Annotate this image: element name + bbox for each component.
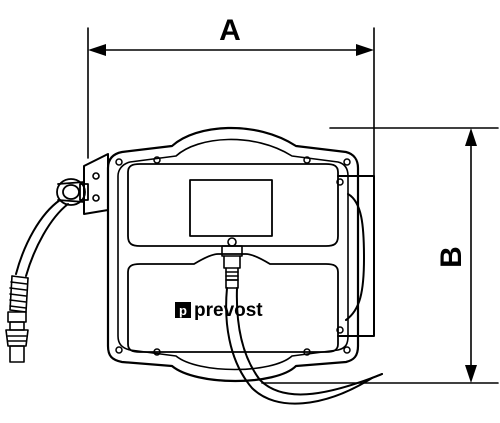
- bracket-bolt: [92, 194, 100, 202]
- swivel-joint: [56, 178, 89, 206]
- hose-outlet: [221, 237, 243, 289]
- hose-end: [371, 373, 383, 379]
- drum-housing: [337, 175, 375, 337]
- outgoing-hose-inner: [235, 287, 383, 396]
- screw: [336, 326, 344, 334]
- dimension-a-label: A: [219, 14, 241, 47]
- dimension-a: [87, 27, 375, 177]
- quick-coupling: [5, 311, 29, 363]
- inlet-hose: [15, 199, 61, 275]
- brand-name: prevost: [194, 300, 263, 321]
- screw: [115, 158, 123, 166]
- screw: [115, 346, 123, 354]
- upper-panel: [127, 163, 339, 247]
- inlet-hose-inner: [25, 203, 69, 277]
- screw: [303, 156, 311, 164]
- brand-logo-badge: [175, 302, 191, 318]
- screw: [343, 158, 351, 166]
- dimension-b-arrow-bottom: [465, 365, 477, 383]
- bracket-bolt: [92, 172, 100, 180]
- screw: [336, 178, 344, 186]
- reel-casing-inner: [117, 138, 349, 371]
- spring-guard: [9, 275, 29, 313]
- dimension-b-label: B: [435, 246, 468, 268]
- screw: [153, 156, 161, 164]
- brand-logo-letter: p: [179, 303, 187, 318]
- label-window: [189, 179, 273, 237]
- brand-logo: p prevost: [175, 300, 263, 321]
- reel-casing-outer: [106, 126, 360, 383]
- dimension-a-arrow-right: [356, 44, 374, 56]
- lower-panel: [127, 253, 339, 353]
- screw: [343, 346, 351, 354]
- dimension-b: [261, 127, 499, 384]
- outgoing-hose: [225, 287, 373, 405]
- dimension-a-arrow-left: [88, 44, 106, 56]
- dimension-b-arrow-top: [465, 128, 477, 146]
